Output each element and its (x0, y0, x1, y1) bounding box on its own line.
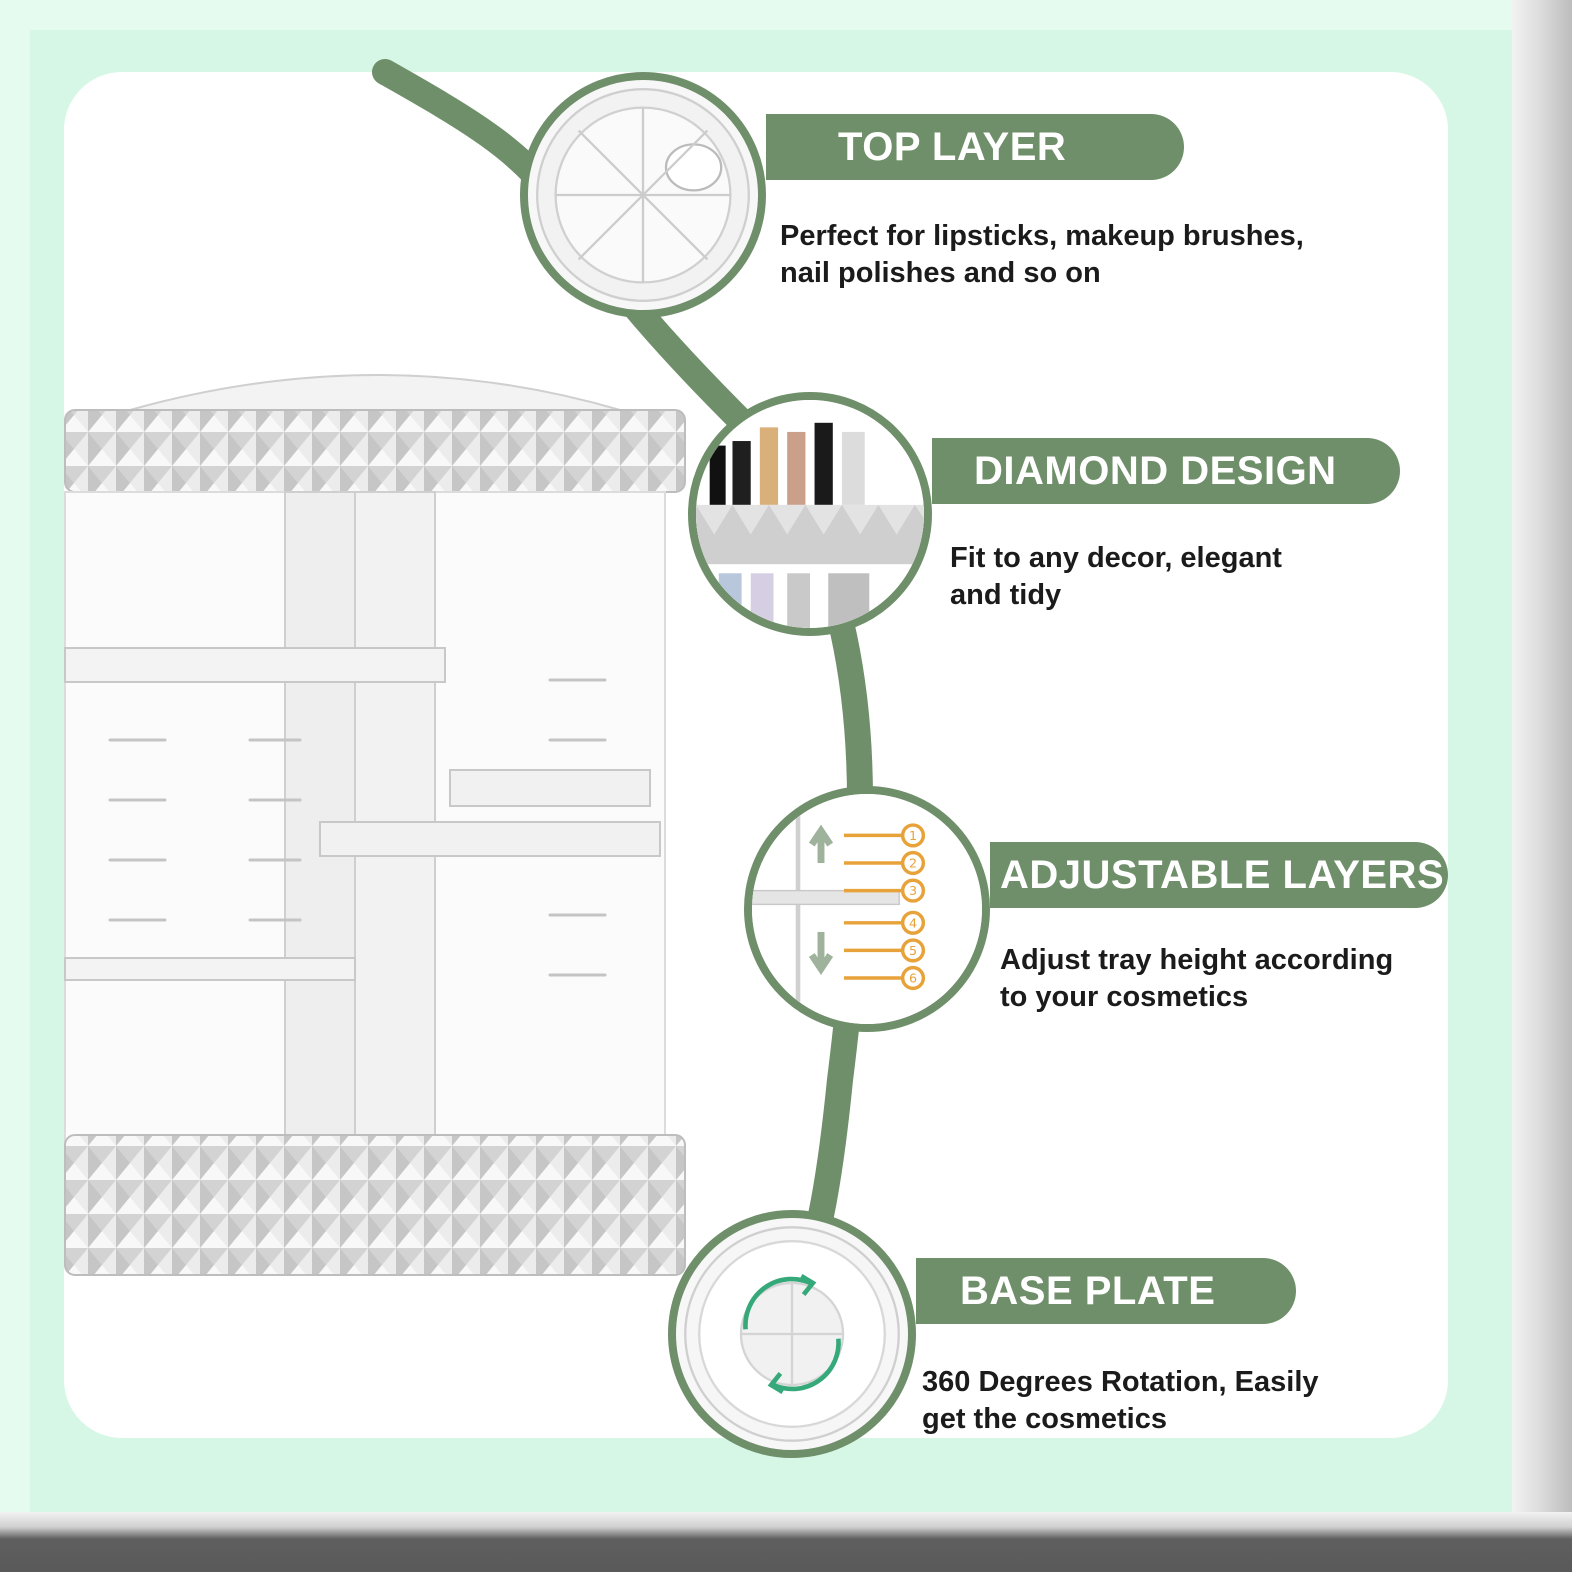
frame-shadow-right (1512, 0, 1572, 1572)
level-label-6: 6 (909, 971, 917, 986)
frame-shadow-bottom (0, 1512, 1572, 1572)
feature-desc-adjustable-layers: Adjust tray height according to your cos… (1000, 944, 1394, 1013)
top-layer-tray-icon (520, 72, 766, 318)
feature-desc-base-plate: 360 Degrees Rotation, Easily get the cos… (922, 1366, 1319, 1435)
level-label-4: 4 (909, 915, 917, 930)
rotation-base-icon (668, 1210, 916, 1458)
level-label-2: 2 (909, 856, 917, 871)
level-label-3: 3 (909, 883, 917, 898)
feature-desc-diamond-design: Fit to any decor, elegant and tidy (950, 542, 1282, 611)
feature-title-top-layer: TOP LAYER (766, 114, 1184, 180)
diamond-trim-icon (688, 392, 932, 636)
level-label-1: 1 (909, 828, 917, 843)
level-label-5: 5 (909, 943, 917, 958)
organizer-illustration (64, 374, 686, 1276)
feature-title-adjustable-layers: ADJUSTABLE LAYERS (990, 842, 1448, 908)
feature-desc-top-layer: Perfect for lipsticks, makeup brushes, n… (780, 220, 1304, 289)
feature-title-base-plate: BASE PLATE (916, 1258, 1296, 1324)
adjustable-levels-icon: 1 2 3 4 5 6 (744, 786, 990, 1032)
feature-title-diamond-design: DIAMOND DESIGN (932, 438, 1400, 504)
